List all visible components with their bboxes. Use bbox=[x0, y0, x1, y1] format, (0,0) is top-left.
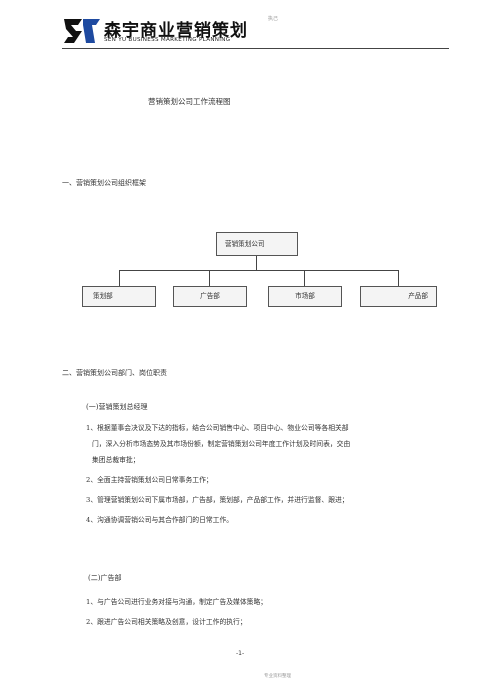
duty-line: 门，深入分析市场态势及其市场份额，制定营销策划公司年度工作计划及时间表，交由 bbox=[92, 440, 351, 448]
duty-line: 1、根据董事会决议及下达的指标，结合公司销售中心、项目中心、物业公司等各相关部 bbox=[86, 424, 349, 432]
org-root-connector bbox=[256, 256, 257, 270]
org-horizontal-connector bbox=[119, 270, 399, 271]
general-manager-duties: 1、根据董事会决议及下达的指标，结合公司销售中心、项目中心、物业公司等各相关部 … bbox=[86, 420, 350, 528]
subsection-heading-ad-dept: (二)广告部 bbox=[88, 574, 122, 582]
logo-english-name: SEN YU BUSINESS MARKETING PLANNING bbox=[104, 37, 231, 43]
duty-line: 2、全面主持营销策划公司日常事务工作； bbox=[86, 476, 213, 484]
section2-heading: 二、营销策划公司部门、岗位职责 bbox=[62, 369, 167, 377]
company-logo: 森宇商业营销策划 SEN YU BUSINESS MARKETING PLANN… bbox=[62, 15, 247, 47]
page-number: -1- bbox=[236, 650, 245, 657]
ad-dept-duties: 1、与广告公司进行业务对接与沟通，制定广告及媒体策略； 2、跟进广告公司相关策略… bbox=[86, 594, 267, 630]
corner-mark: 执己 bbox=[268, 16, 279, 22]
logo-chinese-name: 森宇商业营销策划 bbox=[104, 21, 248, 41]
duty-line: 集团总裁审批； bbox=[92, 456, 140, 464]
logo-mark-icon bbox=[64, 19, 100, 43]
footer-caption: 专业资料整理 bbox=[264, 674, 291, 679]
org-root-box: 营销策划公司 bbox=[216, 232, 298, 256]
org-child-box: 产品部 bbox=[360, 286, 437, 307]
section1-heading: 一、营销策划公司组织框架 bbox=[62, 179, 146, 187]
document-title: 营销策划公司工作流程图 bbox=[148, 97, 231, 106]
duty-line: 2、跟进广告公司相关策略及创意，设计工作的执行； bbox=[86, 618, 247, 626]
header-divider bbox=[62, 48, 449, 49]
duty-line: 1、与广告公司进行业务对接与沟通，制定广告及媒体策略； bbox=[86, 598, 268, 606]
org-child-box: 市场部 bbox=[268, 286, 342, 307]
org-connector-2 bbox=[209, 270, 210, 286]
org-connector-3 bbox=[304, 270, 305, 286]
duty-line: 4、沟通协调营销公司与其合作部门的日常工作。 bbox=[86, 516, 234, 524]
subsection-heading-general-manager: (一)营销策划总经理 bbox=[86, 403, 148, 411]
org-connector-4 bbox=[398, 270, 399, 286]
org-child-box: 策划部 bbox=[82, 286, 156, 307]
org-child-box: 广告部 bbox=[173, 286, 247, 307]
duty-line: 3、管理营销策划公司下属市场部，广告部，策划部，产品部工作，并进行监督、跟进； bbox=[86, 496, 349, 504]
org-connector-1 bbox=[119, 270, 120, 286]
